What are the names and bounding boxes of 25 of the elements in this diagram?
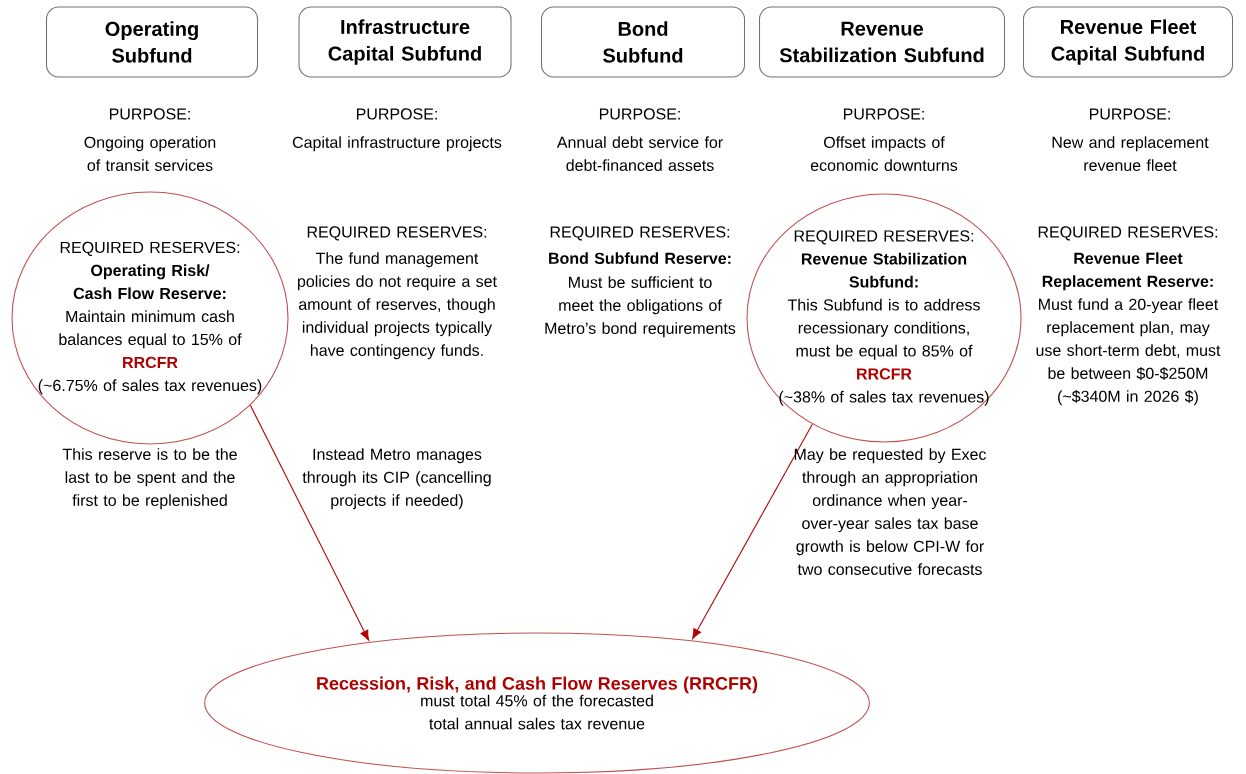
section-heading: REQUIRED RESERVES: bbox=[1038, 226, 1218, 241]
description-text: New and replacement revenue fleet bbox=[1052, 136, 1209, 171]
description-text: Capital infrastructure projects bbox=[292, 136, 502, 152]
section-heading: PURPOSE: bbox=[357, 108, 437, 120]
note-text: May be requested by Exec through an appropriation ordinance when year-over-year sales tax base growth is below CPI-W for two consecutive forecasts bbox=[794, 448, 987, 575]
subfund-box: Revenue Fleet Capital Subfund bbox=[1022, 6, 1234, 78]
description-text: Must fund a 20-year fleet replacement plan, may use short-term debt, must be between $0-$250M (~$340M in 2026 $) bbox=[1036, 298, 1221, 406]
section-heading: PURPOSE: bbox=[110, 108, 190, 120]
note-text: Instead Metro manages through its CIP (cancelling projects if needed) bbox=[302, 448, 491, 510]
subfund-box: Operating Subfund bbox=[45, 6, 259, 78]
reserve-name: Revenue Fleet Replacement Reserve: bbox=[1042, 252, 1213, 291]
subfund-box: Revenue Stabilization Subfund bbox=[758, 6, 1006, 78]
subfund-box: Infrastructure Capital Subfund bbox=[298, 6, 512, 78]
description-text: Ongoing operation of transit services bbox=[84, 136, 216, 171]
description-text: Offset impacts of economic downturns bbox=[810, 136, 958, 171]
section-heading: REQUIRED RESERVES: bbox=[307, 226, 487, 241]
arrow bbox=[692, 423, 813, 640]
subfund-box: Bond Subfund bbox=[540, 6, 746, 78]
section-heading: PURPOSE: bbox=[1090, 108, 1170, 120]
section-heading: PURPOSE: bbox=[844, 108, 924, 120]
section-heading: PURPOSE: bbox=[600, 108, 680, 120]
reserve-name: Bond Subfund Reserve: bbox=[549, 252, 731, 264]
section-heading: REQUIRED RESERVES: bbox=[550, 226, 730, 241]
arrow bbox=[249, 404, 370, 641]
description-text: Annual debt service for debt-financed assets bbox=[556, 136, 723, 171]
